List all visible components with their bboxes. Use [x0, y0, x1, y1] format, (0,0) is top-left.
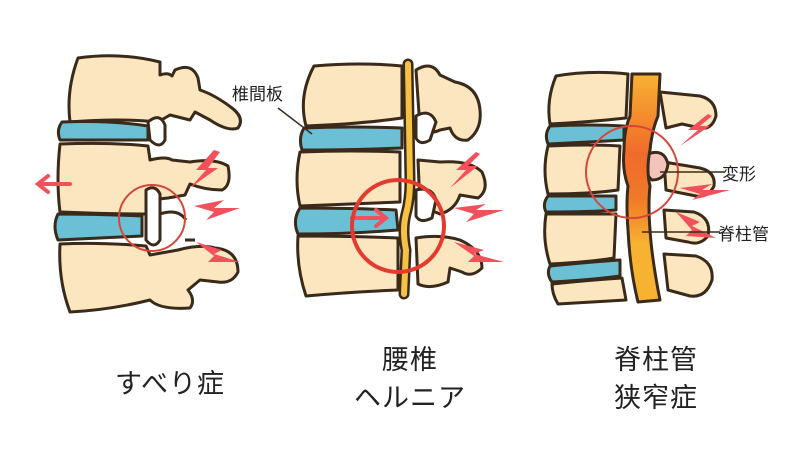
vertebra-bottom [296, 234, 400, 298]
highlight-circle [350, 178, 446, 274]
caption-line: ヘルニア [354, 383, 466, 414]
disc-lower [53, 212, 144, 242]
caption-line: すべり症 [114, 369, 226, 400]
pain-bolts-icon [450, 152, 504, 262]
disc-upper [56, 120, 150, 142]
pain-bolts-icon [190, 150, 240, 262]
caption-lumbar-disc-herniation: 腰椎 ヘルニア [310, 342, 510, 418]
slip-arrow-icon [34, 174, 72, 194]
pain-bolts-icon [676, 114, 730, 238]
annotation-intervertebral-disc: 椎間板 [232, 85, 283, 105]
disc-upper [298, 125, 404, 152]
leader-line [277, 107, 313, 135]
vertebra-middle [295, 149, 402, 208]
vertebra-2 [543, 143, 622, 196]
panel-spondylolisthesis [53, 54, 242, 314]
vertebra-top [301, 62, 404, 128]
vertebra-bottom [58, 241, 240, 314]
highlight-circle [118, 184, 186, 252]
vertebra-top [67, 54, 242, 131]
panel-lumbar-disc-herniation [293, 62, 487, 298]
disc-lower [293, 206, 400, 236]
spinal-canal [622, 72, 662, 304]
caption-spinal-canal-stenosis: 脊柱管 狭窄症 [556, 342, 756, 418]
caption-line: 腰椎 [382, 345, 438, 376]
caption-spondylolisthesis: すべり症 [70, 366, 270, 404]
vertebra-4 [550, 276, 628, 306]
disc-1 [544, 123, 626, 146]
caption-line: 狭窄症 [614, 383, 698, 414]
annotation-spinal-canal: 脊柱管 [718, 225, 769, 245]
vertebra-middle [56, 141, 231, 216]
vertebra-1 [547, 70, 630, 126]
annotation-deformation: 変形 [722, 165, 756, 185]
caption-line: 脊柱管 [614, 345, 698, 376]
vertebra-3 [543, 212, 618, 266]
herniation-arrow-icon [350, 208, 390, 228]
disc-2 [542, 194, 618, 214]
